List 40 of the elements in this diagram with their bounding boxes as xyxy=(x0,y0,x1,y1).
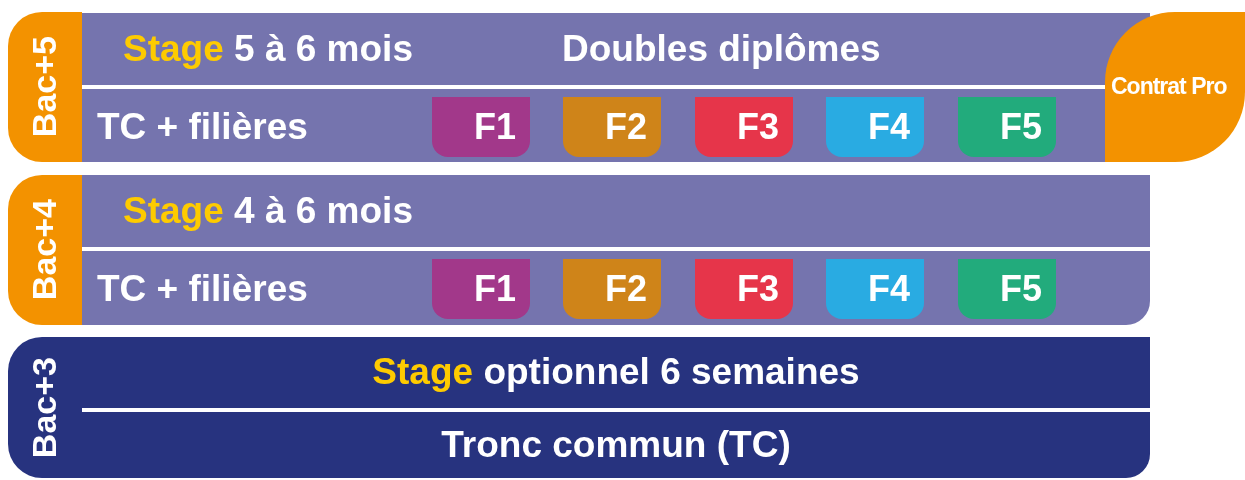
track-tag xyxy=(958,97,1056,157)
band-text: Tronc commun (TC) xyxy=(441,423,791,467)
track-tag xyxy=(432,259,530,319)
band-text: TC + filières xyxy=(97,267,308,311)
track-label: F4 xyxy=(868,269,910,309)
track-label: F2 xyxy=(605,269,647,309)
track-label: F3 xyxy=(737,269,779,309)
contract-badge xyxy=(1105,12,1245,162)
level-label: Bac+5 xyxy=(24,36,64,138)
level-band xyxy=(82,251,1150,325)
level-band xyxy=(82,89,1105,162)
track-tag xyxy=(695,97,793,157)
band-text: Doubles diplômes xyxy=(562,27,881,71)
band-text: TC + filières xyxy=(97,105,308,149)
level-band xyxy=(82,337,1150,408)
level-tab xyxy=(8,337,82,478)
band-text: Stage 5 à 6 mois xyxy=(123,27,413,71)
level-band xyxy=(82,175,1150,247)
track-tag xyxy=(826,97,924,157)
level-tab xyxy=(8,175,82,325)
track-label: F2 xyxy=(605,107,647,147)
track-label: F1 xyxy=(474,107,516,147)
track-tag xyxy=(563,259,661,319)
track-label: F4 xyxy=(868,107,910,147)
contract-label: Contrat Pro xyxy=(1111,72,1227,100)
track-tag xyxy=(432,97,530,157)
track-tag xyxy=(695,259,793,319)
track-tag xyxy=(826,259,924,319)
level-label: Bac+4 xyxy=(24,199,64,301)
level-band xyxy=(82,412,1150,478)
track-label: F5 xyxy=(1000,107,1042,147)
level-label: Bac+3 xyxy=(24,356,64,459)
track-label: F3 xyxy=(737,107,779,147)
band-text: Stage 4 à 6 mois xyxy=(123,189,413,233)
track-tag xyxy=(958,259,1056,319)
level-tab xyxy=(8,12,82,162)
band-text: Stage optionnel 6 semaines xyxy=(372,350,860,394)
track-label: F1 xyxy=(474,269,516,309)
track-tag xyxy=(563,97,661,157)
track-label: F5 xyxy=(1000,269,1042,309)
